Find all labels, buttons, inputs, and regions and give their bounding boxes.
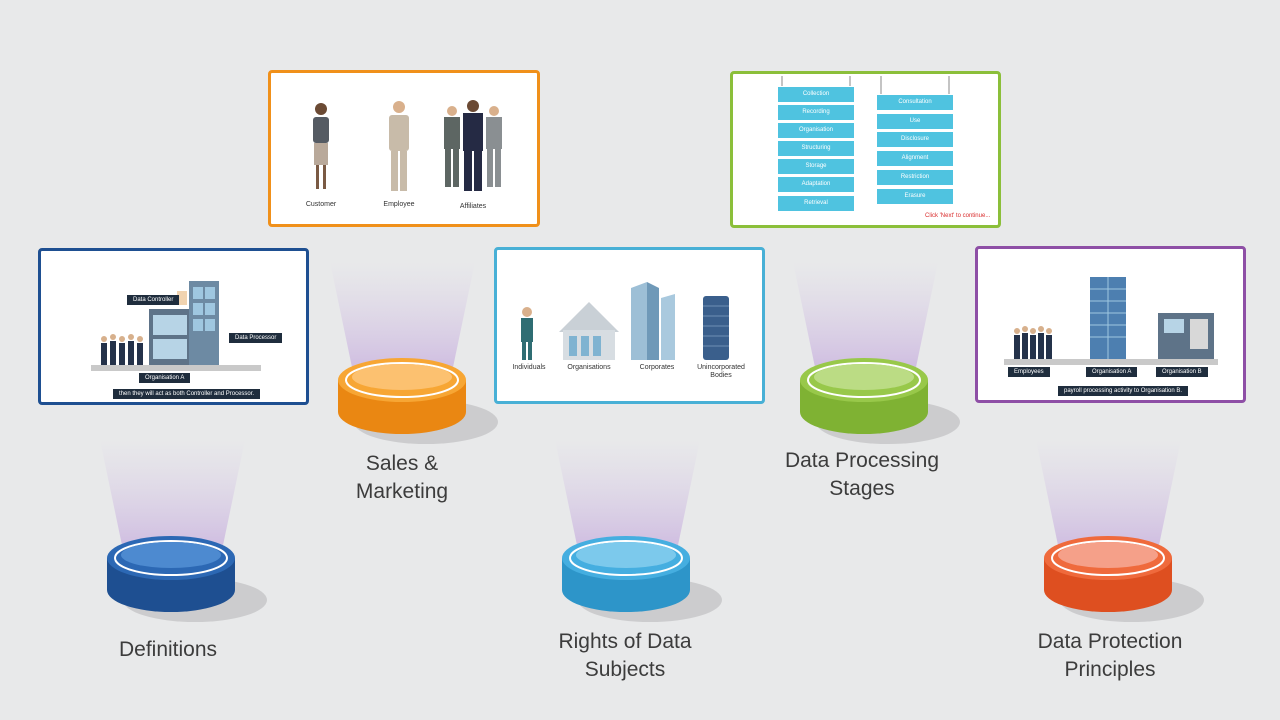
- label-individuals: Individuals: [512, 364, 546, 371]
- label-principles-line2: Principles: [1064, 658, 1156, 681]
- card-rights: Individuals Organisations Corporates Uni…: [494, 247, 765, 404]
- label-processing-line1: Data Processing: [784, 449, 940, 472]
- beam-sales: [330, 262, 475, 372]
- organisations-illustration: [1004, 277, 1218, 365]
- label-corporates: Corporates: [639, 364, 675, 371]
- label-affiliates: Affiliates: [459, 203, 487, 210]
- office-building-illustration: [91, 281, 261, 371]
- label-sales[interactable]: Sales & Marketing: [322, 450, 482, 506]
- card-definitions-caption: then they will act as both Controller an…: [113, 389, 261, 399]
- step-restriction: Restriction: [877, 170, 953, 185]
- tag-data-controller: Data Controller: [127, 295, 180, 305]
- card-definitions: Data Controller Data Processor Organisat…: [38, 248, 309, 405]
- step-storage: Storage: [778, 159, 854, 174]
- step-recording: Recording: [778, 105, 854, 120]
- label-customer: Customer: [305, 201, 337, 208]
- label-principles-line1: Data Protection: [1037, 630, 1183, 653]
- people-illustration: [313, 100, 502, 191]
- label-rights-line1: Rights of Data: [558, 630, 692, 653]
- beam-definitions: [100, 440, 245, 550]
- beam-processing: [793, 262, 938, 372]
- label-sales-line1: Sales &: [365, 452, 439, 475]
- beam-principles: [1036, 440, 1181, 550]
- label-rights-line2: Subjects: [584, 658, 666, 681]
- label-sales-line2: Marketing: [355, 480, 449, 503]
- tag-data-processor: Data Processor: [229, 333, 283, 343]
- card-processing: Collection Recording Organisation Struct…: [730, 71, 1001, 228]
- label-definitions[interactable]: Definitions: [88, 636, 248, 664]
- pedestal-rights[interactable]: [550, 530, 730, 630]
- step-structuring: Structuring: [778, 141, 854, 156]
- card-sales: Customer Employee Affiliates: [268, 70, 540, 227]
- label-employee: Employee: [383, 201, 415, 208]
- label-processing[interactable]: Data Processing Stages: [762, 447, 962, 503]
- tag-organisation-a: Organisation A: [1086, 367, 1138, 377]
- tag-organisation-b: Organisation B: [1156, 367, 1208, 377]
- pedestal-sales[interactable]: [326, 352, 506, 452]
- step-use: Use: [877, 114, 953, 129]
- label-organisations: Organisations: [567, 364, 611, 371]
- label-definitions-line1: Definitions: [118, 638, 218, 661]
- step-consultation: Consultation: [877, 95, 953, 110]
- tag-employees: Employees: [1008, 367, 1050, 377]
- card-principles-caption: payroll processing activity to Organisat…: [1058, 386, 1189, 396]
- card-principles: Employees Organisation A Organisation B …: [975, 246, 1246, 403]
- step-retrieval: Retrieval: [778, 196, 854, 211]
- continue-hint: Click 'Next' to continue...: [925, 213, 991, 219]
- step-alignment: Alignment: [877, 151, 953, 166]
- entities-illustration: [521, 282, 729, 360]
- step-collection: Collection: [778, 87, 854, 102]
- step-adaptation: Adaptation: [778, 177, 854, 192]
- label-processing-line2: Stages: [829, 477, 895, 500]
- pedestal-definitions[interactable]: [95, 530, 275, 630]
- label-unincorporated-bodies: Unincorporated Bodies: [697, 364, 745, 379]
- beam-rights: [555, 440, 700, 550]
- step-organisation: Organisation: [778, 123, 854, 138]
- step-erasure: Erasure: [877, 189, 953, 204]
- pedestal-processing[interactable]: [788, 352, 968, 452]
- hanging-signs-strings: [781, 76, 950, 94]
- label-rights[interactable]: Rights of Data Subjects: [530, 628, 720, 684]
- step-disclosure: Disclosure: [877, 132, 953, 147]
- pedestal-principles[interactable]: [1032, 530, 1212, 630]
- tag-organisation-a: Organisation A: [139, 373, 191, 383]
- label-principles[interactable]: Data Protection Principles: [1010, 628, 1210, 684]
